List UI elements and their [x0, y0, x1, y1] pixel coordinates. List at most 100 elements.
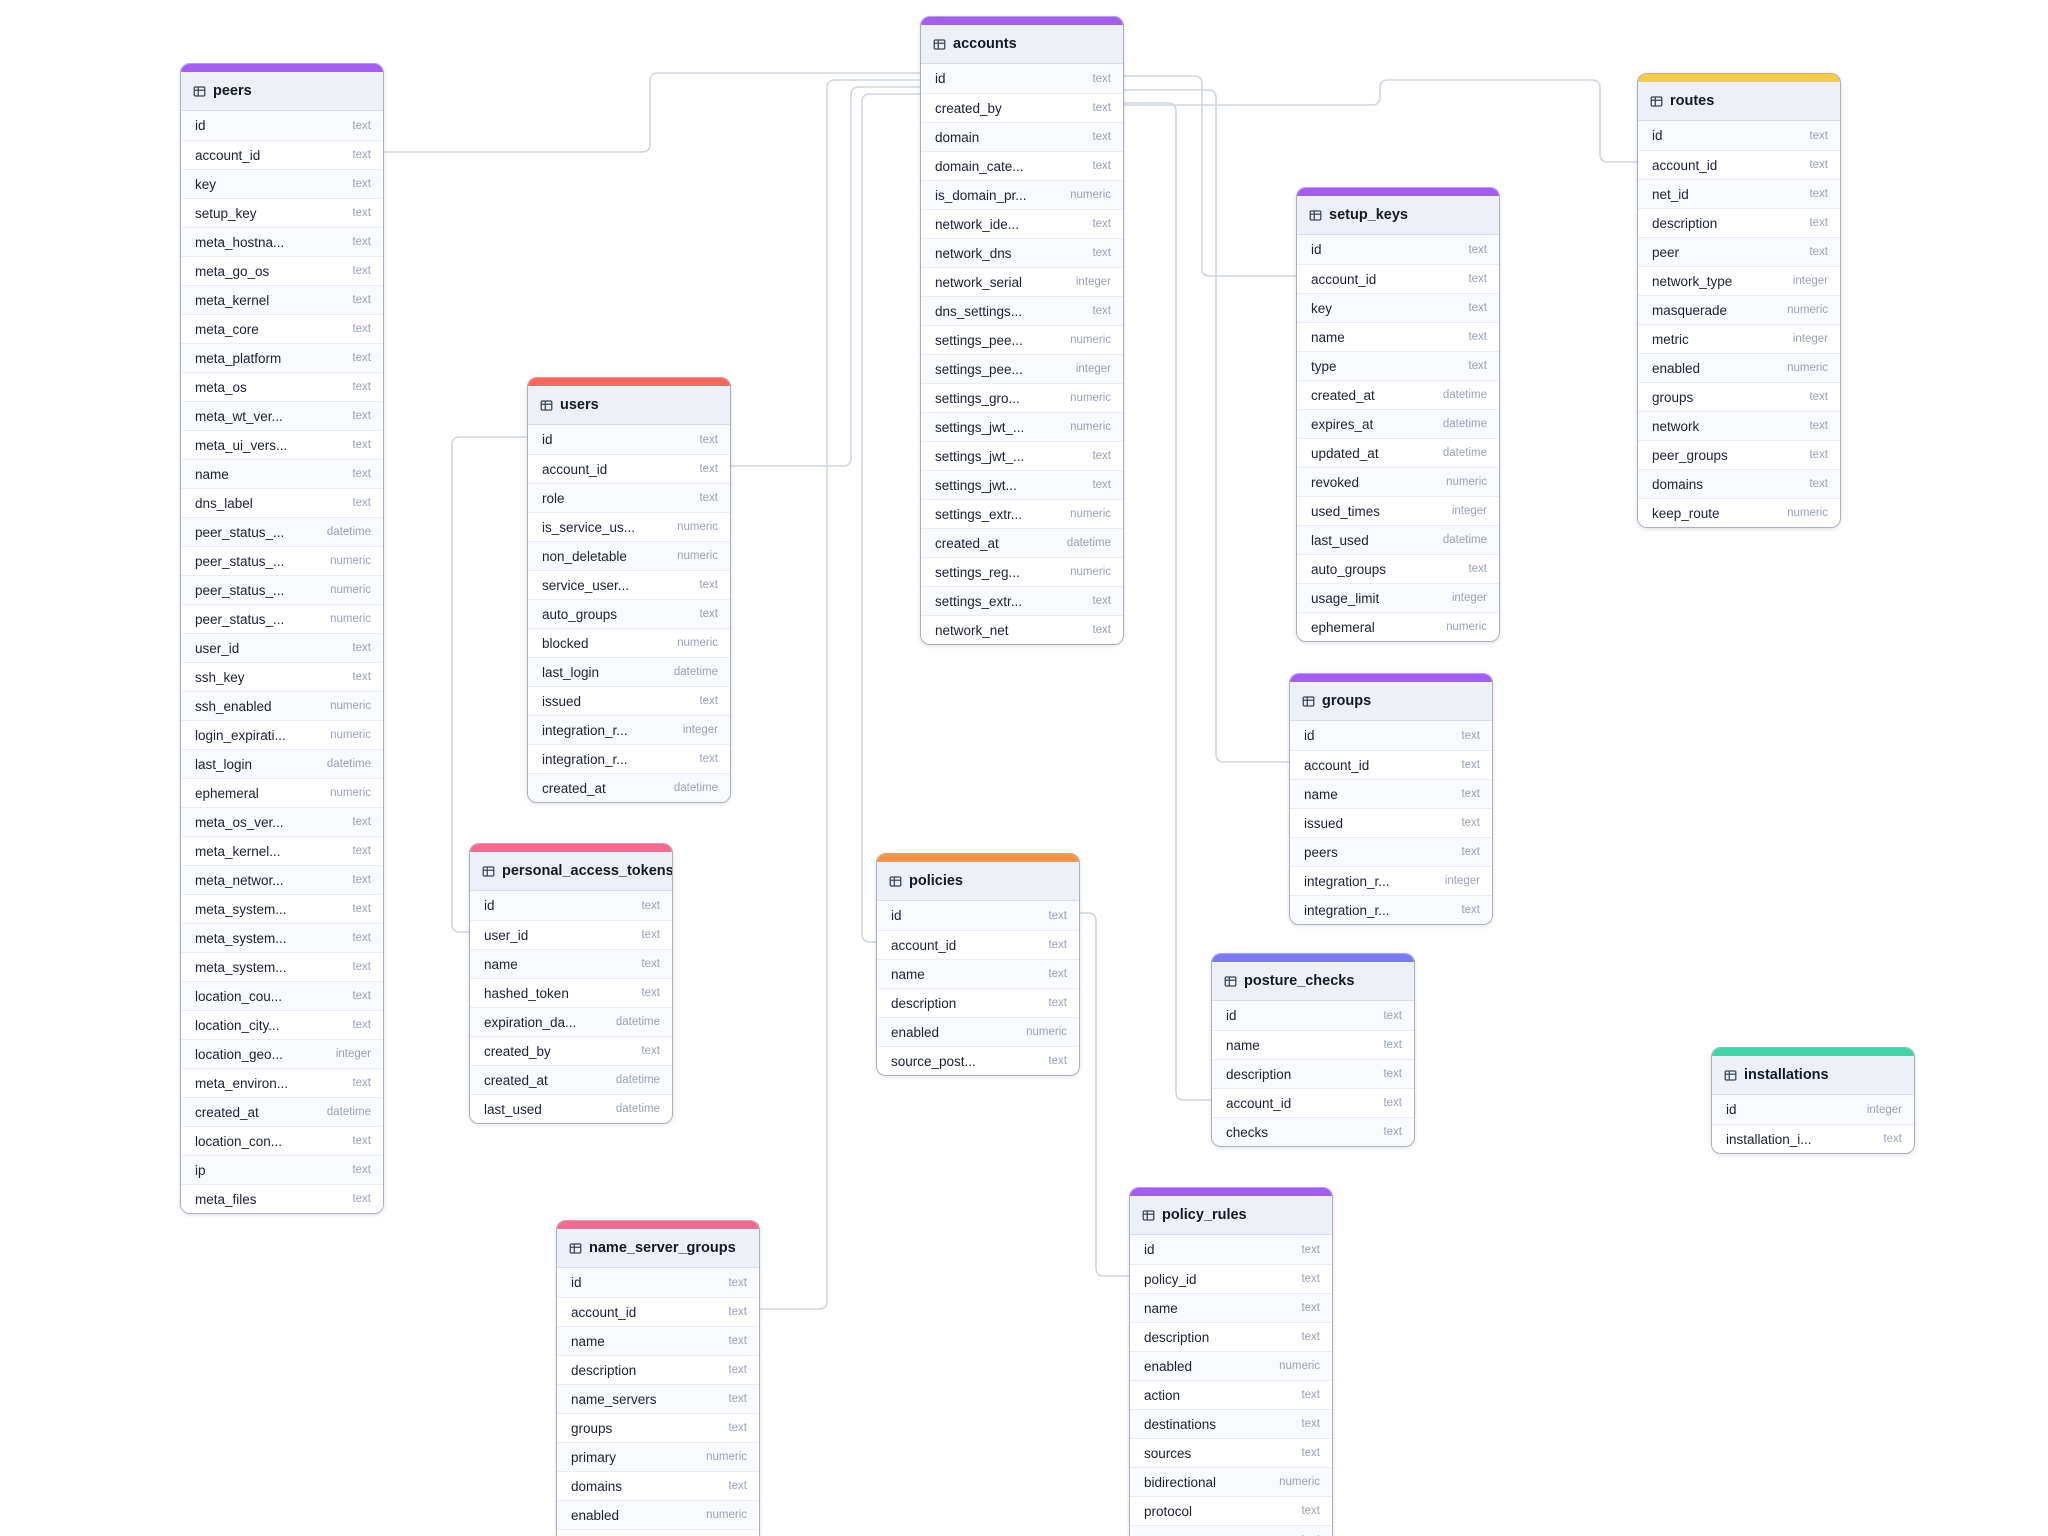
- table-accent-bar: [557, 1221, 759, 1229]
- field-row: peer_status_...numeric: [181, 546, 383, 575]
- table-header[interactable]: accounts: [921, 25, 1123, 64]
- table-header[interactable]: posture_checks: [1212, 962, 1414, 1001]
- table-header[interactable]: policies: [877, 862, 1079, 901]
- field-name: ssh_enabled: [195, 698, 272, 714]
- table-header[interactable]: users: [528, 386, 730, 425]
- field-row: peer_status_...numeric: [181, 604, 383, 633]
- field-name: id: [1304, 728, 1315, 743]
- field-type: text: [641, 1045, 660, 1057]
- field-name: meta_os_ver...: [195, 814, 284, 830]
- field-name: dns_settings...: [935, 303, 1023, 319]
- table-header[interactable]: routes: [1638, 82, 1840, 121]
- table-accent-bar: [1297, 188, 1499, 196]
- field-type: numeric: [1787, 362, 1828, 374]
- field-name: created_at: [542, 780, 606, 796]
- field-name: peer_groups: [1652, 447, 1728, 463]
- field-name: created_at: [484, 1072, 548, 1088]
- field-name: revoked: [1311, 474, 1360, 490]
- field-name: domains: [571, 1478, 623, 1494]
- table-header[interactable]: personal_access_tokens: [470, 852, 672, 891]
- table-accent-bar: [181, 64, 383, 72]
- field-type: text: [1468, 563, 1487, 575]
- table-header[interactable]: name_server_groups: [557, 1229, 759, 1268]
- field-type: integer: [1075, 276, 1111, 288]
- field-type: integer: [1075, 363, 1111, 375]
- table-title: installations: [1744, 1067, 1829, 1083]
- table-icon: [482, 865, 495, 878]
- field-name: id: [542, 432, 553, 447]
- field-type: text: [699, 753, 718, 765]
- field-type: text: [699, 463, 718, 475]
- field-type: numeric: [330, 555, 371, 567]
- field-name: name: [1144, 1300, 1178, 1316]
- field-row: location_geo...integer: [181, 1039, 383, 1068]
- field-name: network_ide...: [935, 216, 1020, 232]
- table-icon: [1724, 1069, 1737, 1082]
- field-type: text: [1301, 1505, 1320, 1517]
- field-name: account_id: [1304, 757, 1370, 773]
- table-icon: [1309, 209, 1322, 222]
- field-type: text: [1883, 1133, 1902, 1145]
- field-row: integration_r...text: [528, 744, 730, 773]
- field-type: text: [352, 119, 371, 132]
- field-name: meta_files: [195, 1191, 257, 1207]
- field-type: text: [352, 1193, 371, 1205]
- field-name: id: [1144, 1242, 1155, 1257]
- field-name: masquerade: [1652, 302, 1728, 318]
- field-type: text: [1092, 160, 1111, 172]
- table-header[interactable]: installations: [1712, 1056, 1914, 1095]
- field-type: numeric: [1446, 476, 1487, 488]
- field-name: key: [195, 176, 217, 192]
- field-type: datetime: [673, 782, 718, 794]
- table-accent-bar: [470, 844, 672, 852]
- field-type: text: [1809, 391, 1828, 403]
- field-name: is_service_us...: [542, 519, 636, 535]
- field-row: meta_wt_ver...text: [181, 401, 383, 430]
- field-type: text: [352, 265, 371, 277]
- field-type: text: [1809, 217, 1828, 229]
- table-header[interactable]: groups: [1290, 682, 1492, 721]
- field-type: numeric: [1446, 621, 1487, 633]
- table-header[interactable]: peers: [181, 72, 383, 111]
- table-header[interactable]: setup_keys: [1297, 196, 1499, 235]
- field-name: is_domain_pr...: [935, 187, 1027, 203]
- field-name: service_user...: [542, 577, 630, 593]
- field-type: text: [1301, 1331, 1320, 1343]
- table-header[interactable]: policy_rules: [1130, 1196, 1332, 1235]
- field-name: created_by: [484, 1043, 551, 1059]
- relationship-edge-policies.account_id-accounts.id: [861, 93, 921, 943]
- field-row: meta_ui_vers...text: [181, 430, 383, 459]
